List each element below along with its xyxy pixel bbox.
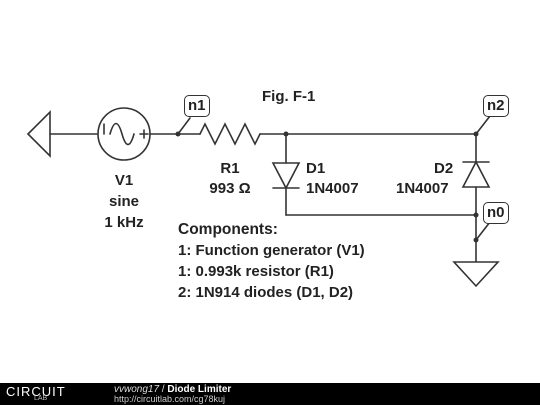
v1-type-label: sine (108, 193, 140, 210)
footer-bar: CIRCUIT LAB vvwong17 / Diode Limiter htt… (0, 383, 540, 405)
v1-sine-wave (109, 122, 135, 146)
junction-n2 (473, 131, 479, 137)
node-tag-n0: n0 (483, 202, 509, 224)
junction-bottom (473, 212, 479, 218)
figure-title: Fig. F-1 (262, 88, 316, 105)
ground-symbol (452, 261, 500, 288)
junction-n0 (473, 237, 479, 243)
footer-url[interactable]: http://circuitlab.com/cg78kuj (114, 394, 226, 404)
r1-name-label: R1 (220, 160, 240, 177)
footer-separator: / (159, 384, 168, 395)
node-tag-n1: n1 (184, 95, 210, 117)
r1-value-label: 993 Ω (209, 180, 251, 197)
footer-author[interactable]: vvwong17 (114, 384, 160, 395)
d2-diode-triangle (461, 160, 491, 188)
components-heading: Components: (178, 221, 278, 238)
components-line-3: 2: 1N914 diodes (D1, D2) (178, 284, 354, 301)
footer-credit: vvwong17 / Diode Limiter (114, 384, 231, 395)
n2-leader (475, 115, 491, 135)
junction-d1-top (283, 131, 289, 137)
components-line-2: 1: 0.993k resistor (R1) (178, 263, 334, 280)
footer-title[interactable]: Diode Limiter (167, 384, 232, 395)
source-ground-symbol (26, 110, 51, 158)
circuitlab-logo-sub: LAB (34, 395, 48, 402)
n0-leader (475, 221, 491, 241)
schematic-canvas (26, 107, 500, 288)
junction-n1 (175, 131, 181, 137)
r1-resistor-symbol (199, 122, 261, 146)
d1-diode-triangle (271, 162, 301, 190)
d1-part-label: 1N4007 (306, 180, 359, 197)
components-line-1: 1: Function generator (V1) (178, 242, 365, 259)
circuitlab-logo[interactable]: CIRCUIT (6, 384, 66, 399)
node-tag-n2: n2 (483, 95, 509, 117)
d2-name-label: D2 (434, 160, 454, 177)
v1-name-label: V1 (114, 172, 134, 189)
d2-part-label: 1N4007 (396, 180, 449, 197)
v1-freq-label: 1 kHz (104, 214, 144, 231)
d1-name-label: D1 (306, 160, 326, 177)
n1-leader (177, 117, 191, 135)
